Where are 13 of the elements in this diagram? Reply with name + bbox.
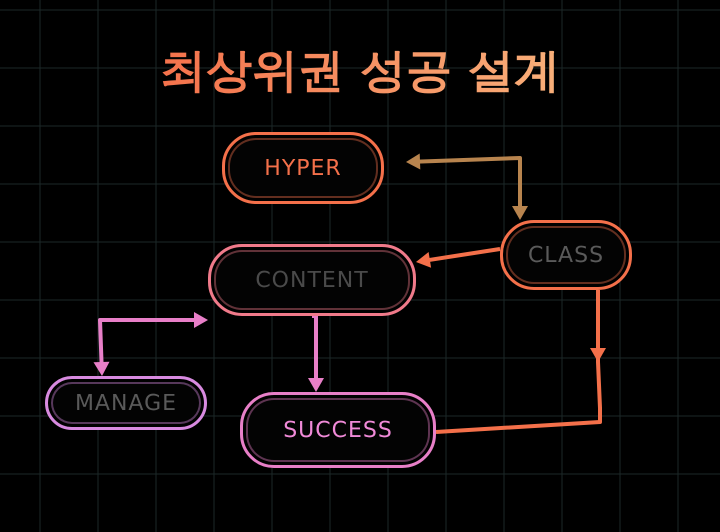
rounded-box <box>45 376 207 430</box>
node-label: CLASS <box>528 242 604 268</box>
arrow <box>416 247 500 268</box>
node-label: MANAGE <box>74 390 178 416</box>
node-label: HYPER <box>264 156 342 180</box>
arrow <box>406 154 528 220</box>
node-label: CONTENT <box>255 268 369 292</box>
arrow <box>308 314 324 392</box>
rounded-box <box>240 392 436 468</box>
arrow <box>94 312 208 376</box>
arrow <box>436 290 606 434</box>
rounded-box <box>208 244 416 316</box>
node-label: SUCCESS <box>283 418 393 442</box>
